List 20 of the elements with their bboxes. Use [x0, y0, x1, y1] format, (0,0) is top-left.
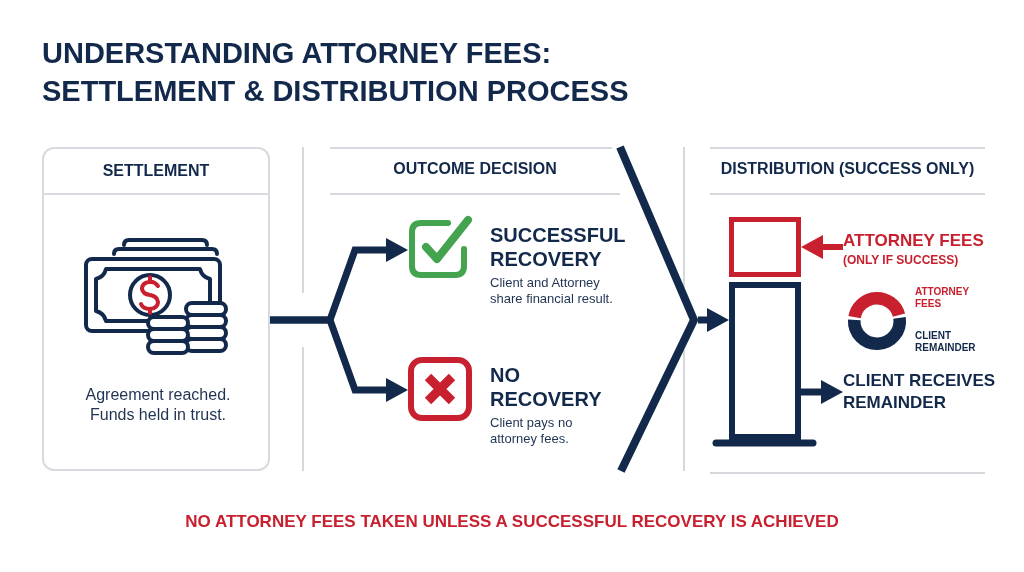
outcome-heading: NO RECOVERY — [490, 363, 603, 411]
column-bar — [729, 282, 801, 440]
description-text: Agreement reached. Funds held in trust. — [84, 385, 232, 425]
column-heading: DISTRIBUTION (SUCCESS ONLY) — [719, 159, 976, 179]
settlement-panel — [42, 147, 270, 471]
fee-segment-box — [729, 217, 801, 277]
outcome-heading: SUCCESSFUL RECOVERY — [490, 223, 627, 271]
arrow — [801, 235, 843, 259]
callout-heading: CLIENT RECEIVES REMAINDER — [843, 370, 1008, 416]
footer-note: NO ATTORNEY FEES TAKEN UNLESS A SUCCESSFUL RECOVERY IS ACHIEVED — [184, 511, 840, 533]
chart-label: ATTORNEY FEES — [915, 286, 970, 310]
panel-heading: SETTLEMENT — [102, 161, 210, 181]
callout-subtext: (ONLY IF SUCCESS) — [843, 252, 960, 268]
chart-label: CLIENT REMAINDER — [915, 330, 977, 354]
arrow — [270, 316, 408, 402]
diagram-title: UNDERSTANDING ATTORNEY FEES: SETTLEMENT & DISTRIBUTION PROCESS — [42, 36, 630, 109]
outcome-description: Client and Attorney share financial result. — [490, 275, 614, 307]
column-heading: OUTCOME DECISION — [392, 159, 558, 179]
outcome-description: Client pays no attorney fees. — [490, 415, 574, 447]
callout-heading: ATTORNEY FEES — [843, 230, 985, 252]
